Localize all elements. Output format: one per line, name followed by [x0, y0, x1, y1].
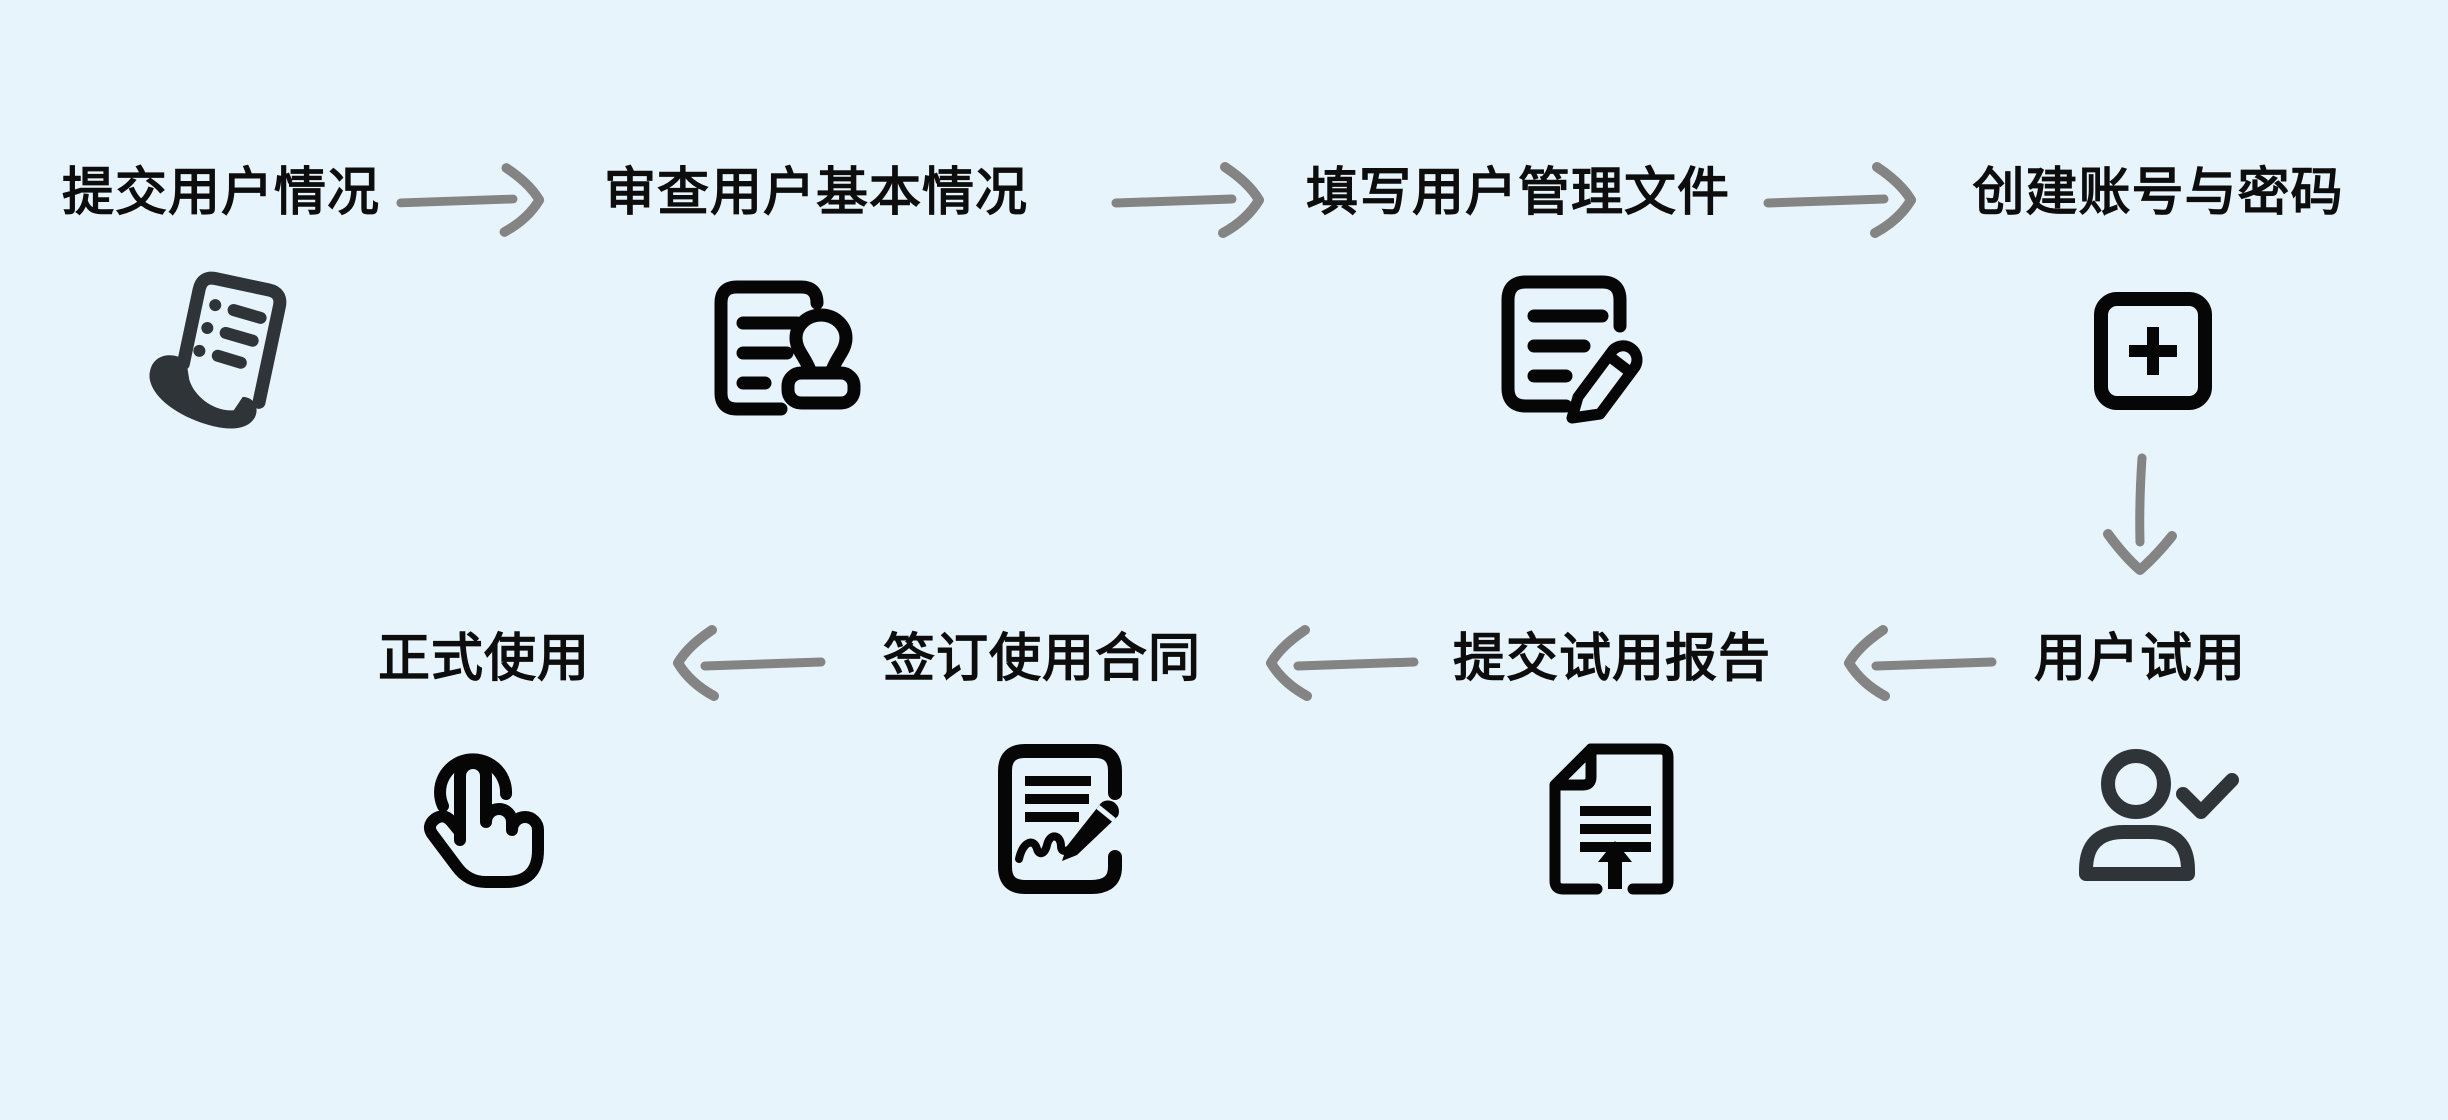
document-edit-icon: [1484, 266, 1654, 436]
contract-sign-icon: [977, 735, 1162, 900]
hand-tap-icon: [396, 728, 556, 903]
arrow-left-icon: [1262, 623, 1422, 703]
document-stamp-icon: [693, 271, 883, 431]
receipt-icon: [149, 271, 319, 441]
step-label-fill-management-docs: 填写用户管理文件: [1305, 164, 1731, 222]
arrow-right-icon: [1108, 160, 1268, 240]
arrow-right-icon: [393, 160, 548, 240]
step-label-user-trial: 用户试用: [2033, 630, 2247, 688]
arrow-left-icon: [1840, 623, 2000, 703]
add-square-icon: [2091, 289, 2215, 413]
document-upload-icon: [1533, 735, 1683, 900]
user-check-icon: [2062, 732, 2247, 892]
arrow-down-icon: [2100, 452, 2180, 580]
step-label-review-user-basics: 审查用户基本情况: [603, 164, 1029, 222]
arrow-right-icon: [1760, 160, 1920, 240]
step-label-submit-user-info: 提交用户情况: [61, 164, 381, 222]
arrow-left-icon: [669, 623, 829, 703]
step-label-sign-contract: 签订使用合同: [882, 630, 1202, 688]
step-label-create-account: 创建账号与密码: [1972, 164, 2344, 222]
step-label-submit-trial-report: 提交试用报告: [1452, 630, 1772, 688]
step-label-official-use: 正式使用: [377, 630, 591, 688]
